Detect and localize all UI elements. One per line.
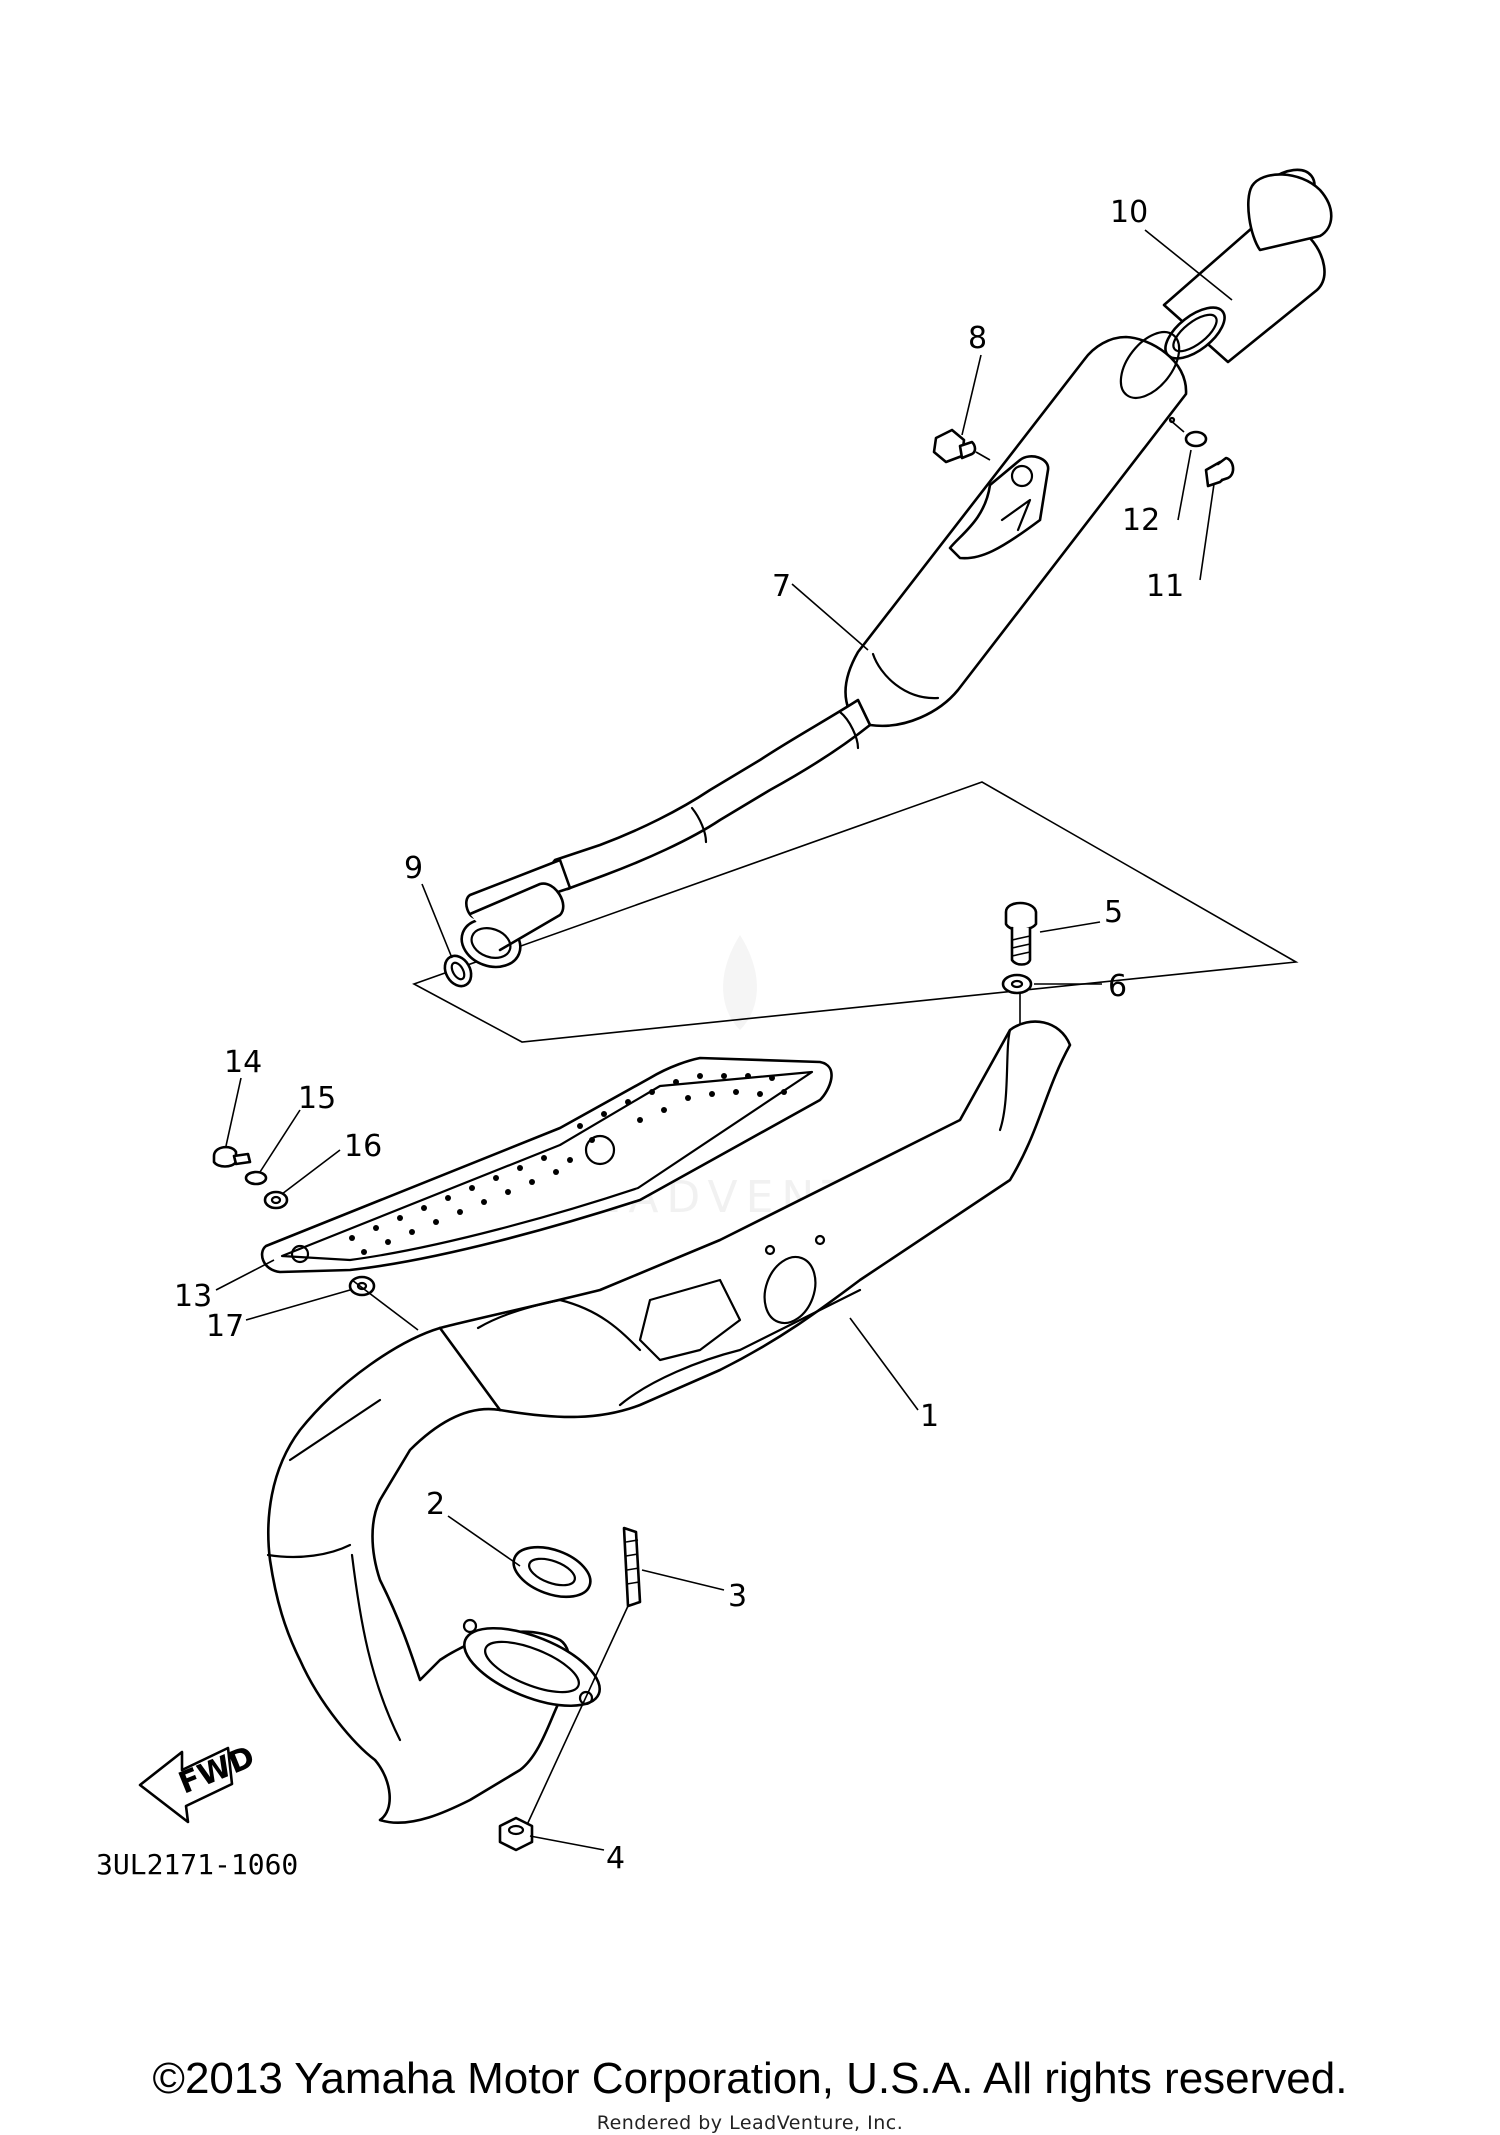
washer-17-part bbox=[348, 1275, 376, 1297]
callout-13: 13 bbox=[174, 1279, 212, 1314]
bolt-5-part bbox=[1004, 901, 1038, 966]
callout-16: 16 bbox=[344, 1129, 382, 1164]
callout-12: 12 bbox=[1122, 503, 1160, 538]
callout-5: 5 bbox=[1104, 895, 1123, 930]
copyright-notice: ©2013 Yamaha Motor Corporation, U.S.A. A… bbox=[152, 2054, 1348, 2103]
washer-12-part bbox=[1168, 416, 1208, 448]
muffler-part bbox=[460, 331, 1188, 969]
gasket-9-part bbox=[443, 954, 473, 988]
screw-11-part bbox=[1204, 456, 1235, 488]
callout-9: 9 bbox=[404, 851, 423, 886]
callout-2: 2 bbox=[426, 1487, 445, 1522]
washer-16-part bbox=[263, 1190, 289, 1210]
callout-3: 3 bbox=[728, 1579, 747, 1614]
rendered-by-notice: Rendered by LeadVenture, Inc. bbox=[596, 2112, 904, 2134]
lockwasher-15-part bbox=[244, 1170, 268, 1186]
leader-lines bbox=[215, 229, 1233, 1851]
bolt-8-part bbox=[932, 428, 991, 464]
callout-15: 15 bbox=[298, 1081, 336, 1116]
diagram-code: 3UL2171-1060 bbox=[96, 1848, 298, 1881]
gasket-2-part bbox=[512, 1545, 592, 1599]
callout-4: 4 bbox=[606, 1841, 625, 1876]
callout-1: 1 bbox=[920, 1399, 939, 1434]
stud-3-part bbox=[519, 1526, 642, 1841]
callout-14: 14 bbox=[224, 1045, 262, 1080]
callout-8: 8 bbox=[968, 321, 987, 356]
callout-6: 6 bbox=[1108, 969, 1127, 1004]
tail-pipe-part bbox=[1162, 168, 1333, 364]
callout-17: 17 bbox=[206, 1309, 244, 1344]
callout-7: 7 bbox=[772, 569, 791, 604]
heat-protector-part bbox=[260, 1056, 833, 1274]
screw-14-part bbox=[212, 1145, 252, 1168]
callout-11: 11 bbox=[1146, 569, 1184, 604]
heat-protector-holes bbox=[349, 1073, 787, 1255]
nut-4-part bbox=[498, 1816, 534, 1852]
callout-10: 10 bbox=[1110, 195, 1148, 230]
subassembly-outline bbox=[412, 781, 1299, 1043]
fwd-direction-arrow: FWD bbox=[138, 1740, 260, 1824]
exhaust-pipe-part bbox=[266, 1020, 1072, 1825]
